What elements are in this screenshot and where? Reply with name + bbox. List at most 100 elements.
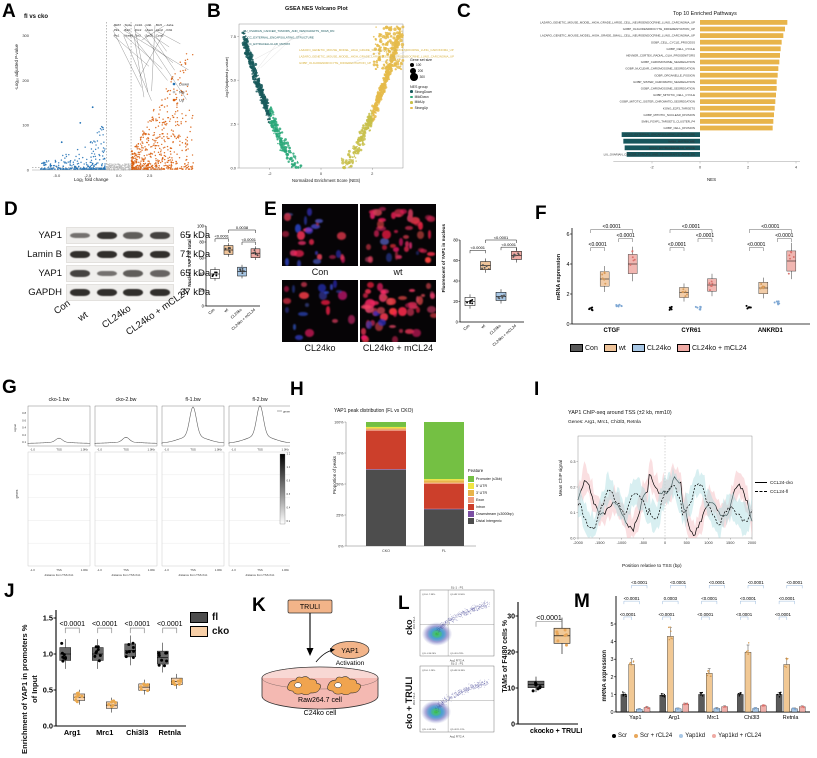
svg-text:3: 3 (611, 657, 614, 663)
svg-text:Q1-LL 80.26%: Q1-LL 80.26% (422, 653, 436, 655)
blot-band (149, 250, 170, 259)
legend-title-nesgroup: NES group (410, 85, 428, 89)
blot-protein-name: YAP1 (38, 268, 62, 279)
cell-blob (377, 319, 386, 327)
svg-text:<0.0001: <0.0001 (787, 580, 804, 585)
cell-blob (424, 256, 432, 263)
legend-swatch-icon (468, 496, 474, 503)
cell-blob (382, 295, 388, 300)
legend-swatch-icon (603, 344, 617, 352)
panel-h: H YAP1 peak distribution (FL vs CKO) 0%2… (290, 378, 530, 576)
svg-text:40: 40 (199, 272, 204, 277)
svg-text:<0.0001: <0.0001 (620, 612, 637, 617)
svg-text:2000: 2000 (748, 541, 756, 545)
svg-text:<0.0001: <0.0001 (709, 580, 726, 585)
if-image-label: CL24ko + mCL24 (362, 343, 434, 353)
svg-text:0: 0 (611, 710, 614, 716)
svg-text:0.0: 0.0 (230, 166, 236, 171)
svg-text:-500: -500 (639, 541, 647, 545)
cell-blob (386, 253, 393, 263)
svg-text:Raw264.7 cell: Raw264.7 cell (298, 697, 342, 704)
svg-text:Kif11: Kif11 (167, 28, 173, 32)
blot-band (70, 250, 91, 259)
svg-text:1: 1 (611, 692, 614, 698)
panel-b-xlabel: Normalized Enrichment Score (NES) (292, 178, 361, 183)
svg-text:Q1-UL 7.38%: Q1-UL 7.38% (422, 594, 435, 596)
svg-text:LAZARO_GENETIC_MOUSE_MODEL_HIG: LAZARO_GENETIC_MOUSE_MODEL_HIGH_GRADE_SM… (540, 34, 695, 38)
legend-label: 300 (419, 75, 425, 79)
cell-blob (397, 296, 408, 301)
legend-label: Intron (476, 504, 486, 509)
legend-label: CCL24-fl (770, 489, 789, 494)
cell-blob (408, 242, 413, 250)
cell-blob (398, 329, 403, 333)
cell-blob (365, 305, 374, 314)
blot-protein-name: GAPDH (28, 287, 62, 298)
cell-blob (417, 296, 423, 305)
cell-blob (318, 291, 328, 301)
legend-item-feature: Intron (468, 503, 514, 510)
svg-text:distance from TSS (bp): distance from TSS (bp) (246, 573, 275, 576)
svg-text:-1.0: -1.0 (231, 448, 236, 452)
svg-text:Plk1: Plk1 (114, 28, 120, 32)
svg-text:TSS: TSS (56, 448, 62, 452)
svg-text:-1500: -1500 (595, 541, 605, 545)
panel-i-subtitle: Genes: Arg1, Mrc1, Chi3l3, Retnla (568, 420, 641, 425)
legend-swatch-icon (631, 344, 645, 352)
svg-text:GOCC_EXTRACELLULAR_SPACE: GOCC_EXTRACELLULAR_SPACE (649, 146, 695, 150)
svg-text:<0.0001: <0.0001 (682, 224, 700, 230)
svg-text:TSS: TSS (123, 568, 129, 572)
cell-blob (407, 214, 414, 222)
legend-item: CL24ko + mCL24 (676, 344, 747, 352)
svg-text:FL: FL (442, 549, 446, 553)
legend-item: Scr + rCL24 (634, 733, 672, 739)
cell-blob (370, 319, 376, 326)
svg-text:Rrm2: Rrm2 (135, 28, 142, 32)
svg-text:<0.0001: <0.0001 (736, 612, 753, 617)
cell-blob (362, 292, 368, 298)
svg-text:Ube2c: Ube2c (146, 28, 154, 32)
blot-molecular-weight: 65 kDa (180, 230, 211, 241)
cell-blob (294, 249, 305, 257)
cell-blob (395, 213, 401, 218)
blot-band (123, 232, 144, 239)
svg-text:Q2-LR 11.13%: Q2-LR 11.13% (450, 729, 464, 731)
svg-text:GOBP_CELL_CYCLE: GOBP_CELL_CYCLE (667, 47, 696, 51)
legend-item-nes-group: StrongDown (410, 89, 432, 94)
svg-text:<0.0001: <0.0001 (670, 580, 687, 585)
panel-i-letter: I (534, 379, 540, 400)
svg-text:0%: 0% (338, 545, 344, 549)
svg-text:1.0Kb: 1.0Kb (214, 448, 222, 452)
legend-swatch-icon (570, 344, 583, 352)
svg-text:<0.0001: <0.0001 (589, 242, 607, 248)
cell-blob (336, 232, 347, 240)
svg-text:1.5: 1.5 (43, 614, 53, 623)
panel-c-barchart: LAZARO_GENETIC_MOUSE_MODEL_HIGH_GRADE_LA… (540, 20, 800, 170)
svg-text:<0.0001: <0.0001 (536, 615, 562, 622)
svg-text:1000: 1000 (704, 541, 712, 545)
svg-text:10: 10 (507, 686, 515, 693)
cell-blob (296, 259, 301, 266)
panel-m-chart: 012345Yap1<0.0001<0.0001<0.0001Arg1<0.00… (611, 580, 810, 721)
if-image-cell: Con (282, 204, 358, 277)
svg-text:-5.0: -5.0 (53, 173, 61, 178)
if-image (282, 204, 358, 266)
cell-blob (311, 223, 320, 229)
svg-text:Arg1: Arg1 (669, 715, 680, 721)
svg-text:GOBP_MITOTIC_SISTER_CHROMATID_: GOBP_MITOTIC_SISTER_CHROMATID_SEGREGATIO… (620, 100, 695, 104)
svg-text:ANKRD1: ANKRD1 (758, 328, 784, 334)
cell-blob (404, 329, 415, 334)
svg-text:genes: genes (15, 489, 19, 498)
if-image (360, 280, 436, 342)
if-image-label: Con (311, 267, 329, 277)
cell-blob (295, 224, 302, 234)
svg-text:5.0: 5.0 (230, 78, 236, 83)
